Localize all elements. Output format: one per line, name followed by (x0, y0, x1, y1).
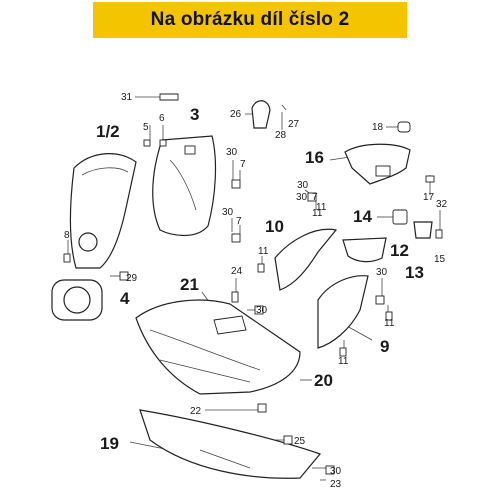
label-11b: 11 (312, 208, 323, 219)
part-floor-panel (135, 299, 301, 395)
parts (51, 93, 443, 479)
part-side-panel-9 (317, 275, 369, 349)
part-labels: 31 3 26 5 6 27 28 1/2 18 30 7 16 30 7 30… (64, 92, 448, 490)
label-19: 19 (100, 434, 119, 453)
label-10: 10 (265, 217, 284, 236)
part-lock-14 (392, 209, 408, 225)
part-undercover (139, 409, 322, 479)
label-28: 28 (275, 130, 287, 141)
label-21: 21 (180, 275, 199, 294)
label-31: 31 (121, 92, 133, 103)
label-30b: 30 (297, 180, 309, 191)
title-banner: Na obrázku díl číslo 2 (93, 2, 407, 38)
part-side-panel-10 (274, 228, 338, 291)
label-7a: 7 (240, 159, 246, 170)
label-29: 29 (126, 273, 138, 284)
label-16: 16 (305, 148, 324, 167)
page-title: Na obrázku díl číslo 2 (150, 9, 350, 30)
label-5: 5 (143, 122, 149, 133)
label-30g: 30 (330, 466, 342, 477)
part-cover-13 (413, 221, 433, 239)
label-30a: 30 (226, 147, 238, 158)
label-23: 23 (330, 479, 342, 490)
label-11e: 11 (338, 356, 349, 367)
label-27: 27 (288, 119, 300, 130)
label-1-2: 1/2 (96, 122, 120, 141)
label-9: 9 (380, 337, 389, 356)
label-12: 12 (390, 241, 409, 260)
label-22: 22 (190, 406, 202, 417)
label-30f: 30 (376, 267, 388, 278)
part-inner-shield (152, 135, 217, 237)
part-grille (213, 315, 247, 335)
label-11c: 11 (258, 246, 269, 257)
part-screw-31 (159, 93, 179, 101)
label-26: 26 (230, 109, 242, 120)
label-14: 14 (353, 207, 372, 226)
label-6: 6 (159, 113, 165, 124)
part-handlebar-cover (344, 143, 411, 185)
leader-lines (67, 96, 441, 481)
label-13: 13 (405, 263, 424, 282)
part-clip (251, 100, 271, 129)
part-compartment-12 (342, 237, 387, 263)
label-3: 3 (190, 105, 199, 124)
label-11a: 11 (316, 202, 327, 213)
label-30c: 30 (222, 207, 234, 218)
label-11d: 11 (384, 318, 395, 329)
label-15: 15 (434, 254, 446, 265)
label-32: 32 (436, 199, 448, 210)
label-7c: 7 (236, 216, 242, 227)
part-cap (397, 121, 411, 133)
label-30e: 30 (256, 305, 268, 316)
label-20: 20 (314, 371, 333, 390)
label-25: 25 (294, 436, 306, 447)
label-4: 4 (120, 289, 130, 308)
label-18: 18 (372, 122, 384, 133)
label-7b: 7 (312, 192, 318, 203)
label-17: 17 (423, 192, 435, 203)
label-8: 8 (64, 230, 70, 241)
label-24: 24 (231, 266, 243, 277)
label-30d: 30 (296, 192, 308, 203)
